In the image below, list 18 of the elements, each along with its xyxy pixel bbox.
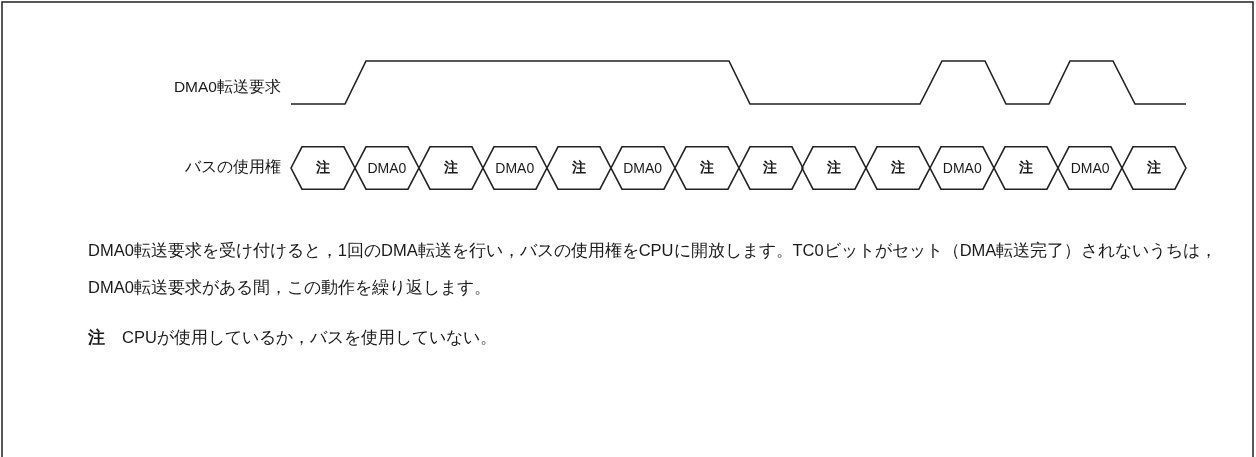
bus-state-hexagon: 注 [674,146,739,190]
bus-state-hexagon: 注 [738,146,803,190]
bus-state-hexagon: DMA0 [354,146,419,190]
bus-state-hexagon: DMA0 [610,146,675,190]
bus-state-hexagon: DMA0 [930,146,995,190]
bus-state-hexagon: DMA0 [482,146,547,190]
bus-state-hexagon: DMA0 [1058,146,1123,190]
bus-state-hexagon: 注 [418,146,483,190]
bus-state-hexagon: 注 [994,146,1059,190]
bus-state-hexagon: 注 [866,146,931,190]
signal-name: バスの使用権 [185,157,281,177]
bus-state-hexagon: 注 [1122,146,1186,190]
signal-name: DMA0転送要求 [173,77,281,97]
bus-state-hexagon: 注 [802,146,867,190]
footnote: 注 CPUが使用しているか，バスを使用していない。 [88,327,498,348]
description-paragraph: DMA0転送要求を受け付けると，1回のDMA転送を行い，バスの使用権をCPUに開放します。TC0ビットがセット（DMA転送完了）されないうちは，DMA0転送要求がある間，この動作を繰り返します。 [88,240,1218,298]
bus-state-hexagon: 注 [546,146,611,190]
bus-state-hexagon: 注 [291,146,355,190]
